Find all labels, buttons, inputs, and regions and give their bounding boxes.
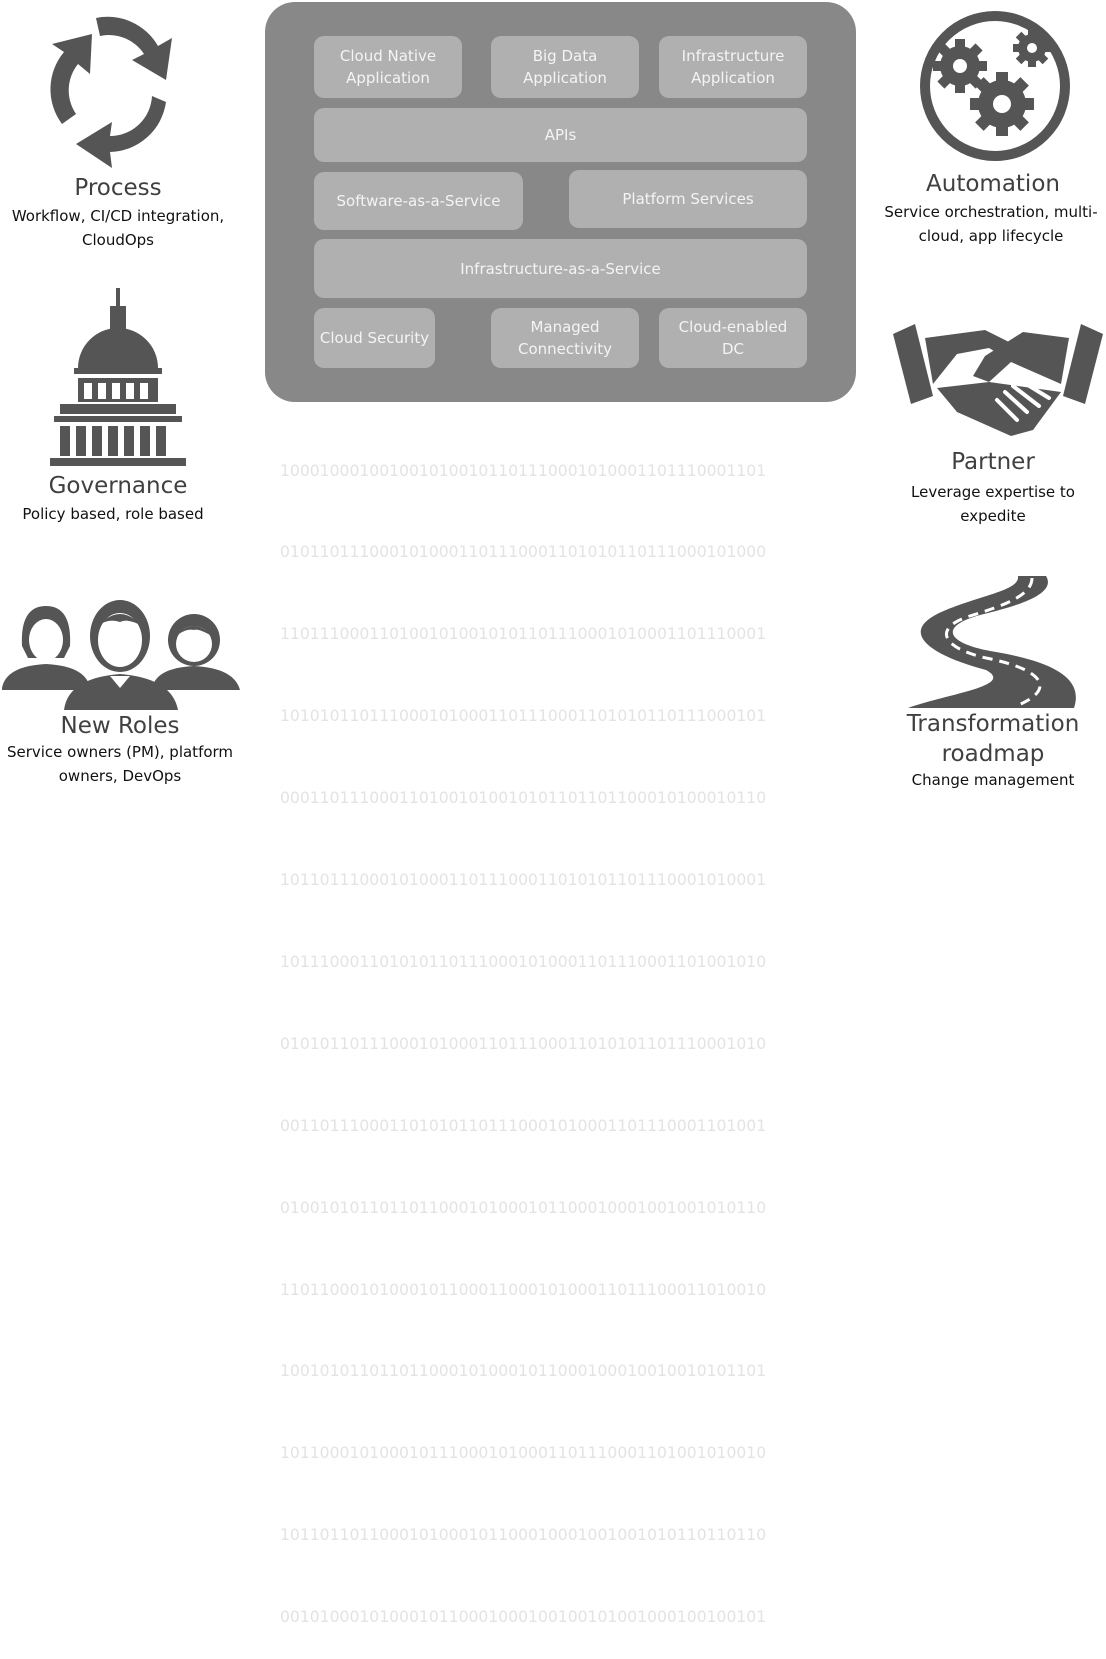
binary-line: 0101011011100010100011011100011010101101… <box>280 1034 767 1053</box>
block-label: Platform Services <box>622 190 754 208</box>
binary-code-background: 1000100010010010100101101110001010001101… <box>280 403 850 1659</box>
block-label: Managed Connectivity <box>518 318 612 358</box>
partner-description-line2: expedite <box>960 507 1026 525</box>
binary-line: 1001010110110110001010001011000100010010… <box>280 1362 767 1381</box>
binary-line: 1011011011000101000101100010001001001010… <box>280 1526 767 1545</box>
people-icon <box>2 600 240 710</box>
binary-line: 0101101110001010001101110001101010110111… <box>280 543 767 562</box>
binary-line: 1011100011010101101110001010001101110001… <box>280 952 767 971</box>
platform-services-block: Platform Services <box>569 170 807 228</box>
binary-line: 0001101110001101001010010101101101100010… <box>280 789 767 808</box>
binary-line: 0010100010100010110001000100100101001000… <box>280 1608 767 1627</box>
cloud-native-application-block: Cloud Native Application <box>314 36 462 98</box>
automation-description-line1: Service orchestration, multi- <box>884 203 1098 221</box>
partner-title: Partner <box>951 449 1035 475</box>
cycle-arrows-icon <box>50 16 172 168</box>
block-label: Cloud Security <box>319 329 430 347</box>
iaas-block: Infrastructure-as-a-Service <box>314 239 807 298</box>
block-label: APIs <box>544 126 577 144</box>
binary-line: 0100101011011011000101000101100010001001… <box>280 1198 767 1217</box>
cloud-security-block: Cloud Security <box>314 308 435 368</box>
automation-description-line2: cloud, app lifecycle <box>918 227 1064 245</box>
big-data-application-block: Big Data Application <box>491 36 639 98</box>
managed-connectivity-block: Managed Connectivity <box>491 308 639 368</box>
new-roles-description-line2: owners, DevOps <box>58 767 182 785</box>
transformation-title-line2: roadmap <box>941 741 1045 767</box>
block-label: Cloud Native Application <box>339 47 437 87</box>
binary-line: 1101100010100010110001100010100011011100… <box>280 1280 767 1299</box>
cloud-stack-panel: Cloud Native Application Big Data Applic… <box>265 2 856 402</box>
binary-line: 1010101101110001010001101110001101010110… <box>280 707 767 726</box>
capitol-building-icon <box>50 288 186 466</box>
process-description-line1: Workflow, CI/CD integration, <box>11 207 225 225</box>
block-label: Big Data Application <box>523 47 607 87</box>
governance-description: Policy based, role based <box>22 505 204 523</box>
gears-icon <box>920 11 1070 161</box>
handshake-icon <box>893 324 1103 436</box>
block-label: Software-as-a-Service <box>336 192 501 210</box>
transformation-description: Change management <box>911 771 1075 789</box>
block-label: Infrastructure Application <box>681 47 785 87</box>
process-description-line2: CloudOps <box>82 231 154 249</box>
binary-line: 1011000101000101110001010001101110001101… <box>280 1444 767 1463</box>
transformation-title-line1: Transformation <box>906 711 1080 737</box>
infrastructure-application-block: Infrastructure Application <box>659 36 807 98</box>
block-label: Cloud-enabled DC <box>678 318 788 358</box>
partner-description-line1: Leverage expertise to <box>911 483 1075 501</box>
binary-line: 0011011100011010101101110001010001101110… <box>280 1116 767 1135</box>
process-title: Process <box>74 175 162 201</box>
cloud-enabled-dc-block: Cloud-enabled DC <box>659 308 807 368</box>
new-roles-title: New Roles <box>60 713 180 739</box>
binary-line: 1000100010010010100101101110001010001101… <box>280 461 767 480</box>
block-label: Infrastructure-as-a-Service <box>460 259 661 278</box>
automation-title: Automation <box>926 171 1060 197</box>
binary-line: 1011011100010100011011100011010101101110… <box>280 871 767 890</box>
saas-block: Software-as-a-Service <box>314 172 523 230</box>
winding-road-icon <box>908 576 1076 708</box>
new-roles-description-line1: Service owners (PM), platform <box>6 743 234 761</box>
binary-line: 1101110001101001010010101101110001010001… <box>280 625 767 644</box>
apis-block: APIs <box>314 108 807 162</box>
governance-title: Governance <box>48 473 188 499</box>
